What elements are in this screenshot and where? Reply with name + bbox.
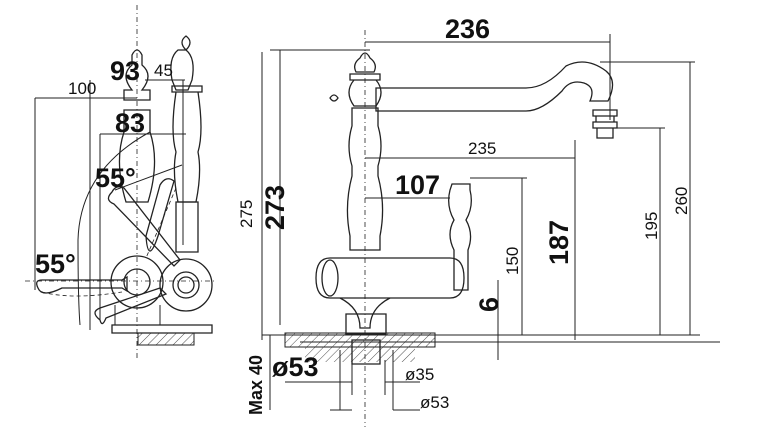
angle-55-bottom: 55° xyxy=(35,249,76,279)
dim-83: 83 xyxy=(115,108,145,138)
dim-260: 260 xyxy=(672,187,691,215)
dim-275: 275 xyxy=(237,200,256,228)
thread-diameter-35: ø35 xyxy=(405,365,434,384)
dim-236: 236 xyxy=(445,14,490,44)
front-view xyxy=(261,30,720,427)
dim-273: 273 xyxy=(260,185,290,230)
max-thickness-40: Max 40 xyxy=(246,355,266,415)
dim-107: 107 xyxy=(395,170,440,200)
dim-93: 93 xyxy=(110,56,140,86)
dim-6: 6 xyxy=(474,297,504,312)
dim-150: 150 xyxy=(503,247,522,275)
dim-195: 195 xyxy=(642,212,661,240)
base-diameter-53: ø53 xyxy=(420,393,449,412)
dim-187: 187 xyxy=(544,220,574,265)
dim-100: 100 xyxy=(68,79,96,98)
hole-diameter-53: ø53 xyxy=(272,352,319,382)
angle-55-top: 55° xyxy=(95,163,136,193)
dim-45: 45 xyxy=(154,61,173,80)
dim-235: 235 xyxy=(468,139,496,158)
side-view xyxy=(25,5,215,360)
